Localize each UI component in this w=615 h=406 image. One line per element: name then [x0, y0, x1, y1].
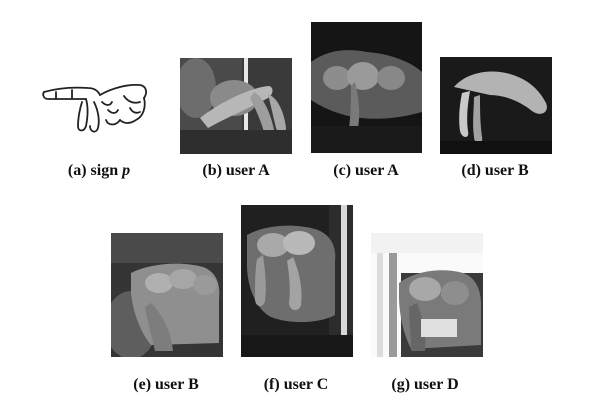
hand-sign-p-illustration [42, 83, 147, 133]
hand-photo-c [311, 22, 422, 153]
caption-d: (d) user B [461, 162, 529, 179]
panel-a-sign-drawing [36, 68, 156, 143]
hand-photo-e [111, 233, 223, 357]
panel-e-photo [111, 233, 223, 357]
hand-photo-d [440, 57, 552, 154]
caption-c: (c) user A [333, 162, 399, 179]
panel-c-photo [311, 22, 422, 153]
hand-photo-b [180, 58, 292, 154]
caption-a: (a) sign p [40, 163, 158, 179]
panel-b-photo [180, 58, 292, 154]
panel-f-photo [241, 205, 353, 357]
panel-g-photo [371, 233, 483, 357]
caption-b: (b) user A [202, 162, 270, 179]
caption-a-text: (a) sign [67, 162, 123, 179]
caption-a-italic-p: p [122, 162, 131, 179]
caption-g: (g) user D [391, 376, 459, 393]
hand-photo-f [241, 205, 353, 357]
hand-photo-g [371, 233, 483, 357]
panel-d-photo [440, 57, 552, 154]
caption-f: (f) user C [263, 376, 329, 393]
caption-e: (e) user B [133, 376, 199, 393]
